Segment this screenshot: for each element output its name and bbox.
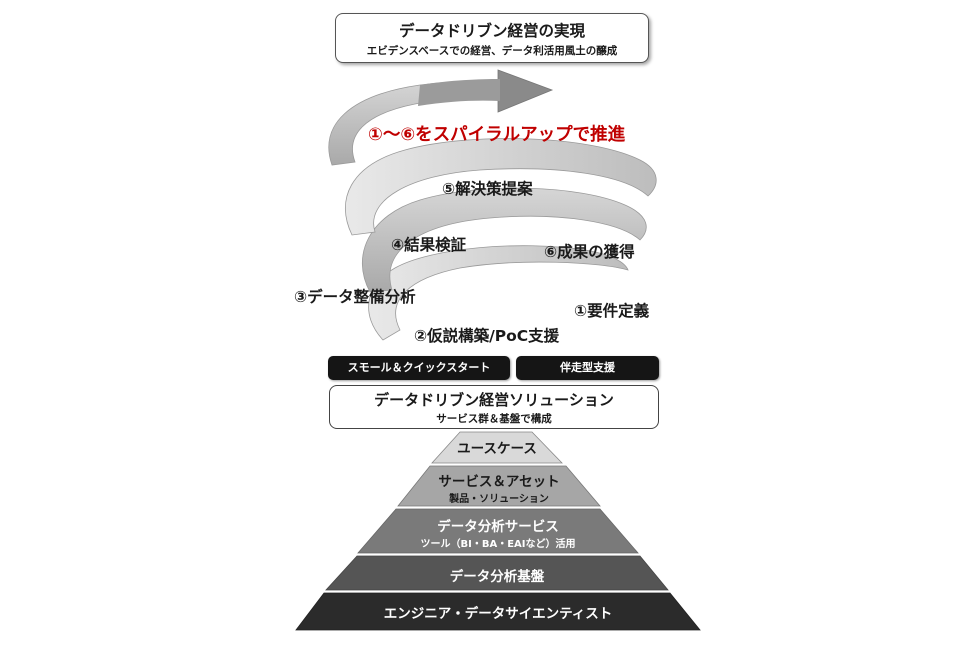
- goal-subtitle: エビデンスベースでの経営、データ利活用風土の醸成: [366, 45, 618, 57]
- spiral-caption: ①～⑥をスパイラルアップで推進: [368, 125, 626, 145]
- spiral-arrow-shaft: [418, 79, 500, 106]
- solution-title: データドリブン経営ソリューション: [374, 391, 614, 409]
- step-5-label: ⑤解決策提案: [442, 180, 533, 198]
- pyramid-tier-2-subtitle: 製品・ソリューション: [449, 494, 549, 505]
- spiral-coil-2: [344, 138, 657, 236]
- goal-title: データドリブン経営の実現: [398, 22, 585, 40]
- pyramid-tier-4-title: データ分析基盤: [449, 569, 545, 585]
- step-4-label: ④結果検証: [391, 236, 467, 254]
- spiral-graphic: [328, 69, 657, 341]
- pyramid-tier-2: サービス＆アセット 製品・ソリューション: [398, 470, 600, 505]
- pyramid-tier-3-shape: [357, 508, 639, 554]
- pyramid-tier-3: データ分析サービス ツール（BI・BA・EAIなど）活用: [358, 515, 638, 550]
- solution-box: データドリブン経営ソリューション サービス群＆基盤で構成: [329, 385, 659, 429]
- pyramid-tier-5: エンジニア・データサイエンティスト: [296, 602, 700, 622]
- goal-box: データドリブン経営の実現 エビデンスベースでの経営、データ利活用風土の醸成: [335, 13, 649, 63]
- pyramid-tier-2-shape: [397, 465, 601, 507]
- pyramid-tier-1: ユースケース: [432, 437, 562, 457]
- tag-small-quick-start: スモール＆クイックスタート: [328, 356, 510, 380]
- pyramid-tier-3-subtitle: ツール（BI・BA・EAIなど）活用: [420, 539, 576, 550]
- pyramid-tier-2-title: サービス＆アセット: [438, 474, 560, 490]
- spiral-coil-4: [368, 245, 629, 341]
- pyramid-tier-1-shape: [431, 431, 563, 464]
- pyramid-tier-3-title: データ分析サービス: [437, 519, 559, 535]
- step-3-label: ③データ整備分析: [294, 288, 416, 306]
- tag-accompany-support: 伴走型支援: [516, 356, 659, 380]
- pyramid-tier-5-title: エンジニア・データサイエンティスト: [383, 606, 613, 622]
- step-2-label: ②仮説構築/PoC支援: [414, 327, 560, 345]
- spiral-coil-3: [361, 187, 647, 293]
- pyramid-tier-1-title: ユースケース: [457, 441, 537, 457]
- solution-subtitle: サービス群＆基盤で構成: [436, 413, 552, 425]
- pyramid-tier-4: データ分析基盤: [326, 565, 668, 585]
- pyramid-tier-4-shape: [325, 555, 669, 591]
- pyramid-tier-5-shape: [295, 592, 701, 631]
- step-1-label: ①要件定義: [574, 302, 650, 320]
- step-6-label: ⑥成果の獲得: [544, 243, 635, 261]
